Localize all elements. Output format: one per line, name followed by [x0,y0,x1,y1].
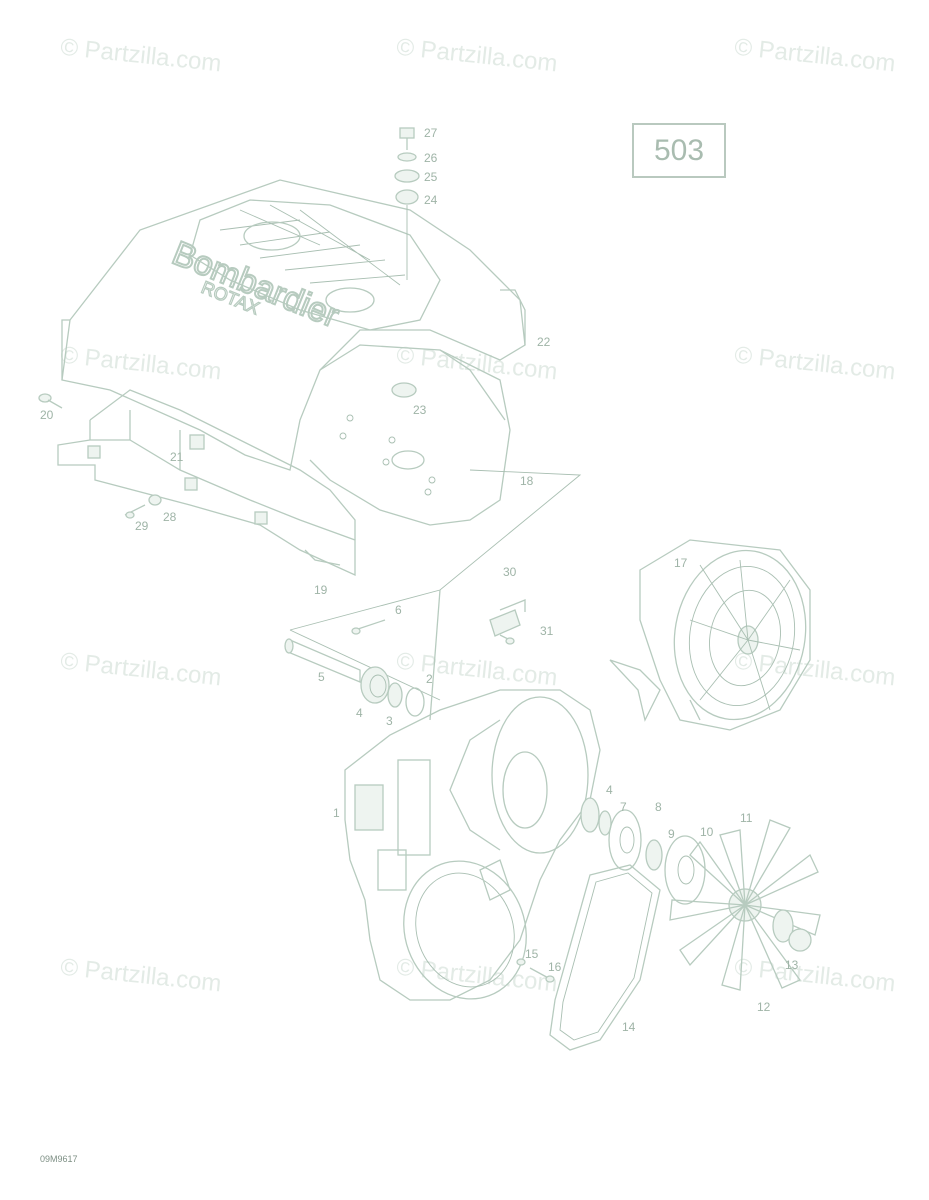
part-number-label: 23 [413,403,427,417]
part-number-label: 30 [503,565,517,579]
part-number-label: 1 [333,806,340,820]
brand-logo-text: Bombardier [167,234,344,335]
cover-bolt-stack [394,127,420,280]
part-number-label: 25 [424,170,438,184]
part-number-label: 27 [424,126,438,140]
part-number-label: 6 [395,603,402,617]
part-number-label: 31 [540,624,554,638]
part-number-label: 4 [606,783,613,797]
fan-housing-cover: Bombardier ROTAX [61,179,526,526]
part-number-label: 4 [356,706,363,720]
deflector-plate [57,389,356,577]
part-number-label: 26 [424,151,438,165]
housing-screw [516,958,555,983]
part-number-label: 28 [163,510,177,524]
drawing-code: 09M9617 [40,1154,78,1164]
part-number-label: 22 [537,335,551,349]
part-number-label: 24 [424,193,438,207]
screws [38,393,162,519]
part-number-label: 7 [620,800,627,814]
part-number-label: 15 [525,947,539,961]
part-number-label: 21 [170,450,184,464]
part-number-label: 19 [314,583,328,597]
model-number-box: 503 [632,123,726,178]
pulley-stack [580,797,706,905]
part-number-label: 16 [548,960,562,974]
fan-guard [609,539,811,731]
part-number-label: 5 [318,670,325,684]
assembly-plane-line [289,469,582,631]
part-number-label: 18 [520,474,534,488]
part-number-label: 3 [386,714,393,728]
clip [489,599,526,645]
drive-belt [549,864,661,1051]
fan-shaft-assembly [284,619,425,717]
part-number-label: 20 [40,408,54,422]
part-number-label: 8 [655,800,662,814]
part-number-label: 29 [135,519,149,533]
part-number-label: 12 [757,1000,771,1014]
part-number-label: 2 [426,672,433,686]
fan-housing [344,589,601,1001]
part-number-label: 13 [785,958,799,972]
fan-blade [669,819,821,991]
part-number-label: 17 [674,556,688,570]
part-number-label: 11 [740,811,753,825]
grommet [391,382,417,398]
part-number-label: 9 [668,827,675,841]
part-number-label: 10 [700,825,714,839]
part-number-label: 14 [622,1020,636,1034]
